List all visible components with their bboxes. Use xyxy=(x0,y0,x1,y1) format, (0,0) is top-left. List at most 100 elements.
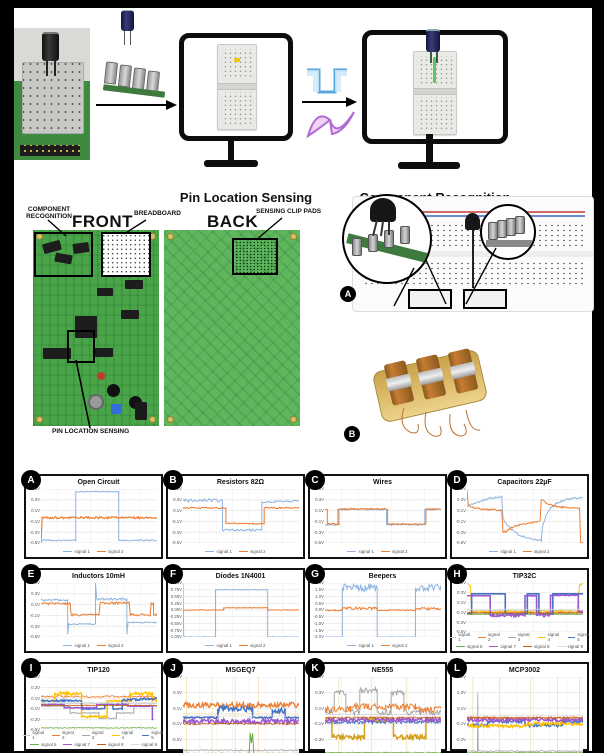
legend-swatch xyxy=(489,551,499,552)
legend-item: signal 6 xyxy=(455,644,482,649)
series-signal-9 xyxy=(467,609,583,610)
legend-swatch xyxy=(567,636,576,638)
plot-area xyxy=(325,677,441,753)
y-tick-label: 1.0V xyxy=(315,593,324,599)
series-signal-1 xyxy=(41,703,157,704)
legend-label: signal 3 xyxy=(91,730,104,740)
legend-swatch xyxy=(29,744,39,745)
capacitor-lead xyxy=(46,58,48,76)
legend-label: signal 2 xyxy=(250,643,266,648)
y-tick-label: -0.3V xyxy=(29,529,40,535)
highlighted-pin-yellow xyxy=(234,58,240,62)
led xyxy=(97,372,105,380)
legend-swatch xyxy=(205,645,215,646)
legend-swatch xyxy=(381,645,390,646)
y-tick-label: -2.0V xyxy=(313,634,324,640)
y-tick-label: 0.3V xyxy=(173,690,182,695)
chart-title: MSGEQ7 xyxy=(225,667,256,674)
series-signal-2 xyxy=(325,607,441,611)
y-tick-label: 0.5V xyxy=(457,486,466,492)
transistor xyxy=(465,213,480,230)
legend-item: signal 1 xyxy=(489,549,516,554)
legend-item: signal 1 xyxy=(347,549,374,554)
legend-item: signal 2 xyxy=(381,549,408,554)
series-signal-2 xyxy=(467,490,583,543)
plot-area xyxy=(183,583,299,637)
square-wave-icon xyxy=(307,68,347,94)
series-signal-2 xyxy=(183,608,299,611)
series-signal-2 xyxy=(183,702,299,707)
legend-label: signal 2 xyxy=(108,643,124,648)
series-signal-4 xyxy=(467,722,583,727)
clip-closeup-inset-left xyxy=(342,194,432,284)
legend-label: signal 2 xyxy=(392,643,408,648)
panel-letter-badge: G xyxy=(305,564,325,584)
y-tick-label: 1.5V xyxy=(315,587,324,593)
clip-base xyxy=(486,240,532,247)
legend-item: signal 7 xyxy=(63,742,90,747)
plot-area xyxy=(183,677,299,753)
y-tick-label: 0.1V xyxy=(457,508,466,513)
series-signal-3 xyxy=(467,693,583,752)
y-tick-label: -0.3V xyxy=(171,736,182,742)
legend-swatch xyxy=(205,551,215,552)
legend-label: signal 2 xyxy=(61,730,74,740)
chart-title: Beepers xyxy=(368,573,397,580)
legend-item: signal 5 xyxy=(567,632,591,642)
y-tick-label: -0.50V xyxy=(169,620,182,626)
series-signal-2 xyxy=(325,704,441,713)
y-tick-label: 0.00V xyxy=(170,607,182,613)
y-tick-label: 0.3V xyxy=(173,497,182,503)
legend-swatch xyxy=(130,744,140,745)
mini-breadboard xyxy=(22,62,84,134)
legend-label: signal 6 xyxy=(40,742,57,747)
monitor-stand xyxy=(228,136,234,160)
y-tick-label: 0.1V xyxy=(457,600,466,605)
legend-item: signal 2 xyxy=(478,632,501,642)
legend-swatch xyxy=(523,646,532,647)
trimmer xyxy=(111,404,121,414)
front-label: FRONT xyxy=(72,212,134,231)
analog-wave-icon xyxy=(306,115,332,139)
series-signal-3 xyxy=(183,750,299,752)
legend-item: signal 1 xyxy=(22,730,46,740)
series-signal-2 xyxy=(41,602,157,616)
series-signal-8 xyxy=(325,717,441,719)
y-tick-label: 0.50V xyxy=(170,593,182,599)
y-tick-label: -1.0V xyxy=(313,620,324,626)
y-tick-label: 0.5V xyxy=(31,580,40,586)
legend-swatch xyxy=(537,636,546,638)
y-tick-label: 0.5V xyxy=(173,674,182,680)
legend-label: signal 1 xyxy=(216,643,232,648)
legend-item: signal 1 xyxy=(347,643,374,648)
series-signal-5 xyxy=(467,594,583,614)
legend-label: signal 1 xyxy=(74,643,90,648)
plot-area xyxy=(41,583,157,637)
legend-item: signal 7 xyxy=(489,644,516,649)
y-tick-label: -0.75V xyxy=(169,627,182,633)
component-recognition-box xyxy=(34,232,93,277)
chart-title: TIP120 xyxy=(87,667,110,674)
panel-letter-badge: E xyxy=(21,564,41,584)
legend-swatch xyxy=(141,734,150,736)
legend-label: signal 2 xyxy=(534,549,550,554)
inductor-clips-photo xyxy=(368,336,498,436)
y-tick-label: 0.5V xyxy=(315,486,324,492)
legend-swatch xyxy=(22,734,31,736)
y-tick-label: -0.3V xyxy=(455,619,466,625)
chart-title: NE555 xyxy=(371,667,394,674)
legend-item: signal 2 xyxy=(381,643,408,648)
legend-label: signal 3 xyxy=(517,632,530,642)
y-tick-label: -0.5V xyxy=(455,629,466,635)
series-signal-5 xyxy=(467,720,583,727)
legend-label: signal 1 xyxy=(74,549,90,554)
legend-item: signal 6 xyxy=(29,742,57,747)
y-tick-label: 0.5V xyxy=(31,674,40,680)
